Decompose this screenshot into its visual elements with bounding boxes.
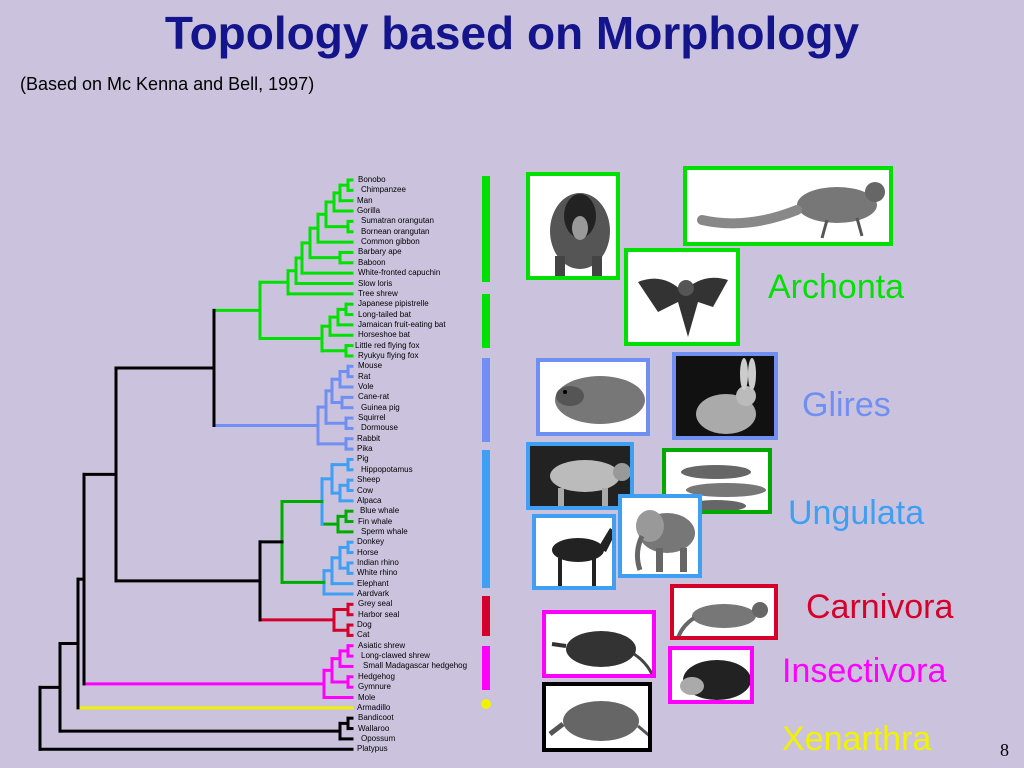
taxon-label: Dog xyxy=(357,620,372,630)
taxon-label: Squirrel xyxy=(358,413,386,423)
taxon-label: Barbary ape xyxy=(358,247,402,257)
clade-bar xyxy=(482,176,490,282)
bull-image xyxy=(526,442,634,510)
clade-bar xyxy=(482,450,490,588)
taxon-label: Guinea pig xyxy=(361,402,400,412)
taxon-label: Grey seal xyxy=(358,599,393,609)
taxon-label: Common gibbon xyxy=(361,237,420,247)
taxon-label: White-fronted capuchin xyxy=(358,268,441,278)
taxon-label: Rabbit xyxy=(357,433,381,443)
bat-image xyxy=(624,248,740,346)
clade-label-archonta: Archonta xyxy=(768,268,905,306)
taxon-label: Cat xyxy=(357,630,370,640)
taxon-label: Sheep xyxy=(357,475,381,485)
clade-bar xyxy=(482,358,490,442)
clade-bar xyxy=(482,646,490,690)
taxon-label: Cane-rat xyxy=(358,392,390,402)
taxon-label: Ryukyu flying fox xyxy=(358,350,419,360)
taxon-label: Aardvark xyxy=(357,589,390,598)
taxon-label: Chimpanzee xyxy=(361,185,406,195)
taxon-label: Slow loris xyxy=(358,278,393,288)
taxon-label: Little red flying fox xyxy=(355,340,420,350)
taxon-label: Horse xyxy=(357,547,379,557)
taxon-label: Sumatran orangutan xyxy=(361,216,434,226)
taxon-label: Pika xyxy=(357,444,373,454)
taxon-label: Long-clawed shrew xyxy=(361,651,430,661)
taxon-label: Mole xyxy=(358,692,376,702)
taxon-label: Blue whale xyxy=(360,506,400,516)
shrew-image xyxy=(542,610,656,678)
taxon-label: Hedgehog xyxy=(358,671,395,681)
clade-label-xenarthra: Xenarthra xyxy=(782,720,932,758)
clade-label-glires: Glires xyxy=(802,386,891,424)
taxon-label: Sperm whale xyxy=(361,526,408,536)
taxon-label: Bonobo xyxy=(358,175,386,184)
taxon-label: Hippopotamus xyxy=(361,464,413,474)
taxon-label: Long-tailed bat xyxy=(358,309,411,319)
civet-image xyxy=(670,584,778,640)
taxon-label: Indian rhino xyxy=(357,557,399,567)
taxon-label: Wallaroo xyxy=(358,723,390,733)
slide-subtitle: (Based on Mc Kenna and Bell, 1997) xyxy=(20,74,315,94)
taxon-label: Man xyxy=(357,195,373,205)
taxon-label: Horseshoe bat xyxy=(358,330,411,340)
taxon-label: Harbor seal xyxy=(358,609,400,619)
taxon-label: White rhino xyxy=(357,568,398,578)
clade-label-insectivora: Insectivora xyxy=(782,652,947,690)
hedgehog-image xyxy=(668,646,754,704)
taxon-label: Dormouse xyxy=(361,423,398,433)
taxon-label: Fin whale xyxy=(358,516,393,526)
taxon-label: Small Madagascar hedgehog xyxy=(363,661,468,671)
mandrill-image xyxy=(526,172,620,280)
rabbit-image xyxy=(672,352,778,440)
taxon-label: Japanese pipistrelle xyxy=(358,299,429,309)
taxon-label: Pig xyxy=(357,454,369,464)
taxon-label: Armadillo xyxy=(357,702,391,712)
taxon-label: Elephant xyxy=(357,578,389,588)
taxon-label: Donkey xyxy=(357,537,385,547)
horse-image xyxy=(532,514,616,590)
taxon-label: Cow xyxy=(357,485,374,495)
taxon-label: Vole xyxy=(358,382,374,391)
page-number: 8 xyxy=(1000,740,1009,760)
taxon-label: Asiatic shrew xyxy=(358,640,406,650)
taxon-label: Opossum xyxy=(361,733,396,743)
taxon-label: Gorilla xyxy=(357,206,381,216)
clade-label-carnivora: Carnivora xyxy=(806,588,954,626)
clade-bar xyxy=(481,699,491,709)
taxon-label: Bandicoot xyxy=(358,713,394,723)
taxon-label: Baboon xyxy=(358,257,386,267)
taxon-label: Mouse xyxy=(358,361,383,371)
clade-label-ungulata: Ungulata xyxy=(788,494,925,532)
taxon-label: Gymnure xyxy=(358,682,391,692)
elephant-image xyxy=(618,494,702,578)
armadillo-image xyxy=(542,682,652,752)
clade-bar xyxy=(482,596,490,636)
taxon-label: Tree shrew xyxy=(358,288,398,298)
rat-image xyxy=(536,358,650,436)
taxon-label: Bornean orangutan xyxy=(361,226,430,236)
taxon-label: Alpaca xyxy=(357,495,382,505)
slide-title: Topology based on Morphology xyxy=(164,7,860,59)
clade-bar xyxy=(482,294,490,348)
taxon-label: Jamaican fruit-eating bat xyxy=(358,319,446,329)
tree-shrew-image xyxy=(683,166,893,246)
taxon-label: Rat xyxy=(358,371,371,381)
taxon-label: Platypus xyxy=(357,744,388,754)
